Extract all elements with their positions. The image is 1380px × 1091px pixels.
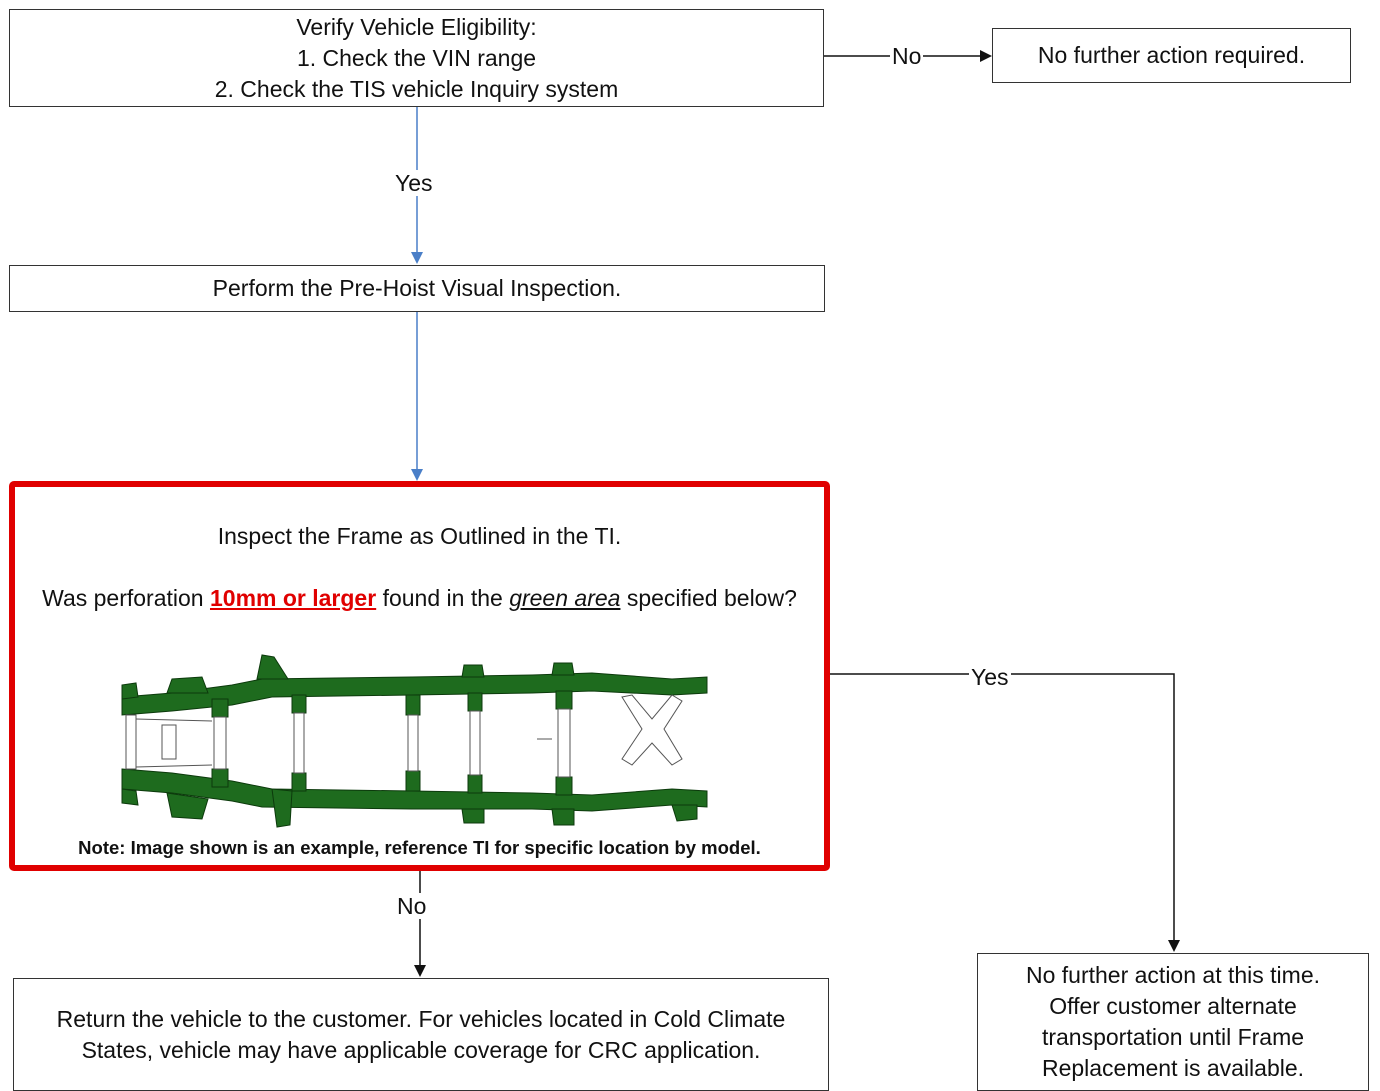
eligibility-step2: 2. Check the TIS vehicle Inquiry system — [214, 75, 619, 102]
return-vehicle-box: Return the vehicle to the customer. For … — [13, 978, 829, 1091]
label-no-bottom: No — [395, 893, 429, 919]
no-action-time-text: No further action at this time. Offer cu… — [1025, 962, 1320, 1081]
pre-hoist-text: Perform the Pre-Hoist Visual Inspection. — [212, 275, 622, 301]
label-yes-right: Yes — [969, 664, 1011, 690]
connector-yes-right — [829, 673, 1180, 952]
question-highlight: 10mm or larger — [209, 585, 377, 611]
inspect-note: Note: Image shown is an example, referen… — [78, 837, 761, 858]
eligibility-box: Verify Vehicle Eligibility: 1. Check the… — [9, 9, 824, 107]
no-action-time-box: No further action at this time. Offer cu… — [977, 953, 1369, 1091]
vehicle-frame-diagram — [121, 654, 708, 828]
pre-hoist-box: Perform the Pre-Hoist Visual Inspection. — [9, 265, 825, 312]
no-action-box: No further action required. — [992, 28, 1351, 83]
question-mid: found in the — [376, 585, 510, 611]
label-yes-top: Yes — [393, 170, 435, 196]
question-before: Was perforation — [42, 585, 210, 611]
return-vehicle-text: Return the vehicle to the customer. For … — [56, 1005, 786, 1063]
eligibility-title: Verify Vehicle Eligibility: — [296, 13, 537, 40]
question-italic: green area — [509, 585, 621, 611]
no-action-text: No further action required. — [1037, 42, 1306, 68]
question-after: specified below? — [620, 585, 797, 611]
inspect-title: Inspect the Frame as Outlined in the TI. — [217, 523, 622, 549]
eligibility-step1: 1. Check the VIN range — [296, 44, 537, 71]
inspect-question: Was perforation 10mm or larger found in … — [35, 583, 804, 614]
inspect-box: Inspect the Frame as Outlined in the TI.… — [9, 481, 830, 871]
label-no-top: No — [890, 43, 924, 69]
